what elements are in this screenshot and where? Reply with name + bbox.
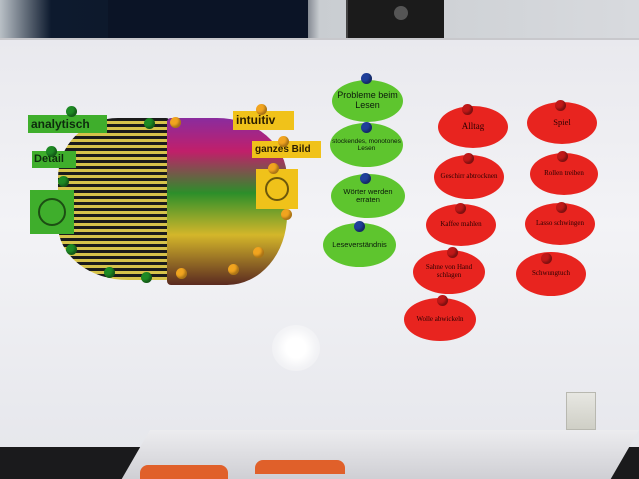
speaker-knob [394, 6, 408, 20]
yellow-magnet [253, 247, 264, 258]
orange-chair [140, 465, 228, 479]
red-magnet [463, 153, 474, 164]
red-magnet [556, 202, 567, 213]
ganzes-bild-symbol-card [256, 169, 298, 209]
card-probleme-beim-lesen: Probleme beim Lesen [332, 80, 403, 122]
yellow-magnet [256, 104, 267, 115]
label-detail: Detail [32, 151, 76, 168]
window [108, 0, 308, 38]
blue-magnet [361, 73, 372, 84]
red-magnet [455, 203, 466, 214]
orange-chair [255, 460, 345, 474]
green-magnet [46, 146, 57, 157]
yellow-magnet [268, 163, 279, 174]
label-analytisch: analytisch [28, 115, 107, 133]
speaker-box [346, 0, 444, 38]
green-magnet [141, 272, 152, 283]
red-magnet [462, 104, 473, 115]
green-magnet [104, 267, 115, 278]
green-magnet [66, 106, 77, 117]
yellow-magnet [170, 117, 181, 128]
red-magnet [437, 295, 448, 306]
yellow-magnet [228, 264, 239, 275]
green-magnet [58, 176, 69, 187]
yellow-magnet [278, 136, 289, 147]
detail-symbol-card [30, 190, 74, 234]
blue-magnet [354, 221, 365, 232]
wall-background [0, 0, 639, 40]
red-magnet [447, 247, 458, 258]
green-magnet [144, 118, 155, 129]
blue-magnet [361, 122, 372, 133]
brain-left-hemisphere [58, 118, 170, 280]
circle-symbol-icon [38, 198, 66, 226]
card-alltag: Alltag [438, 106, 508, 148]
yellow-magnet [176, 268, 187, 279]
yellow-magnet [281, 209, 292, 220]
red-magnet [555, 100, 566, 111]
board-eraser [566, 392, 596, 430]
label-ganzes-bild: ganzes Bild [252, 141, 321, 158]
blue-magnet [360, 173, 371, 184]
red-magnet [557, 151, 568, 162]
light-glare [272, 325, 320, 371]
red-magnet [541, 253, 552, 264]
label-intuitiv: intuitiv [233, 111, 294, 130]
circle-arrow-icon [265, 177, 289, 201]
green-magnet [66, 244, 77, 255]
